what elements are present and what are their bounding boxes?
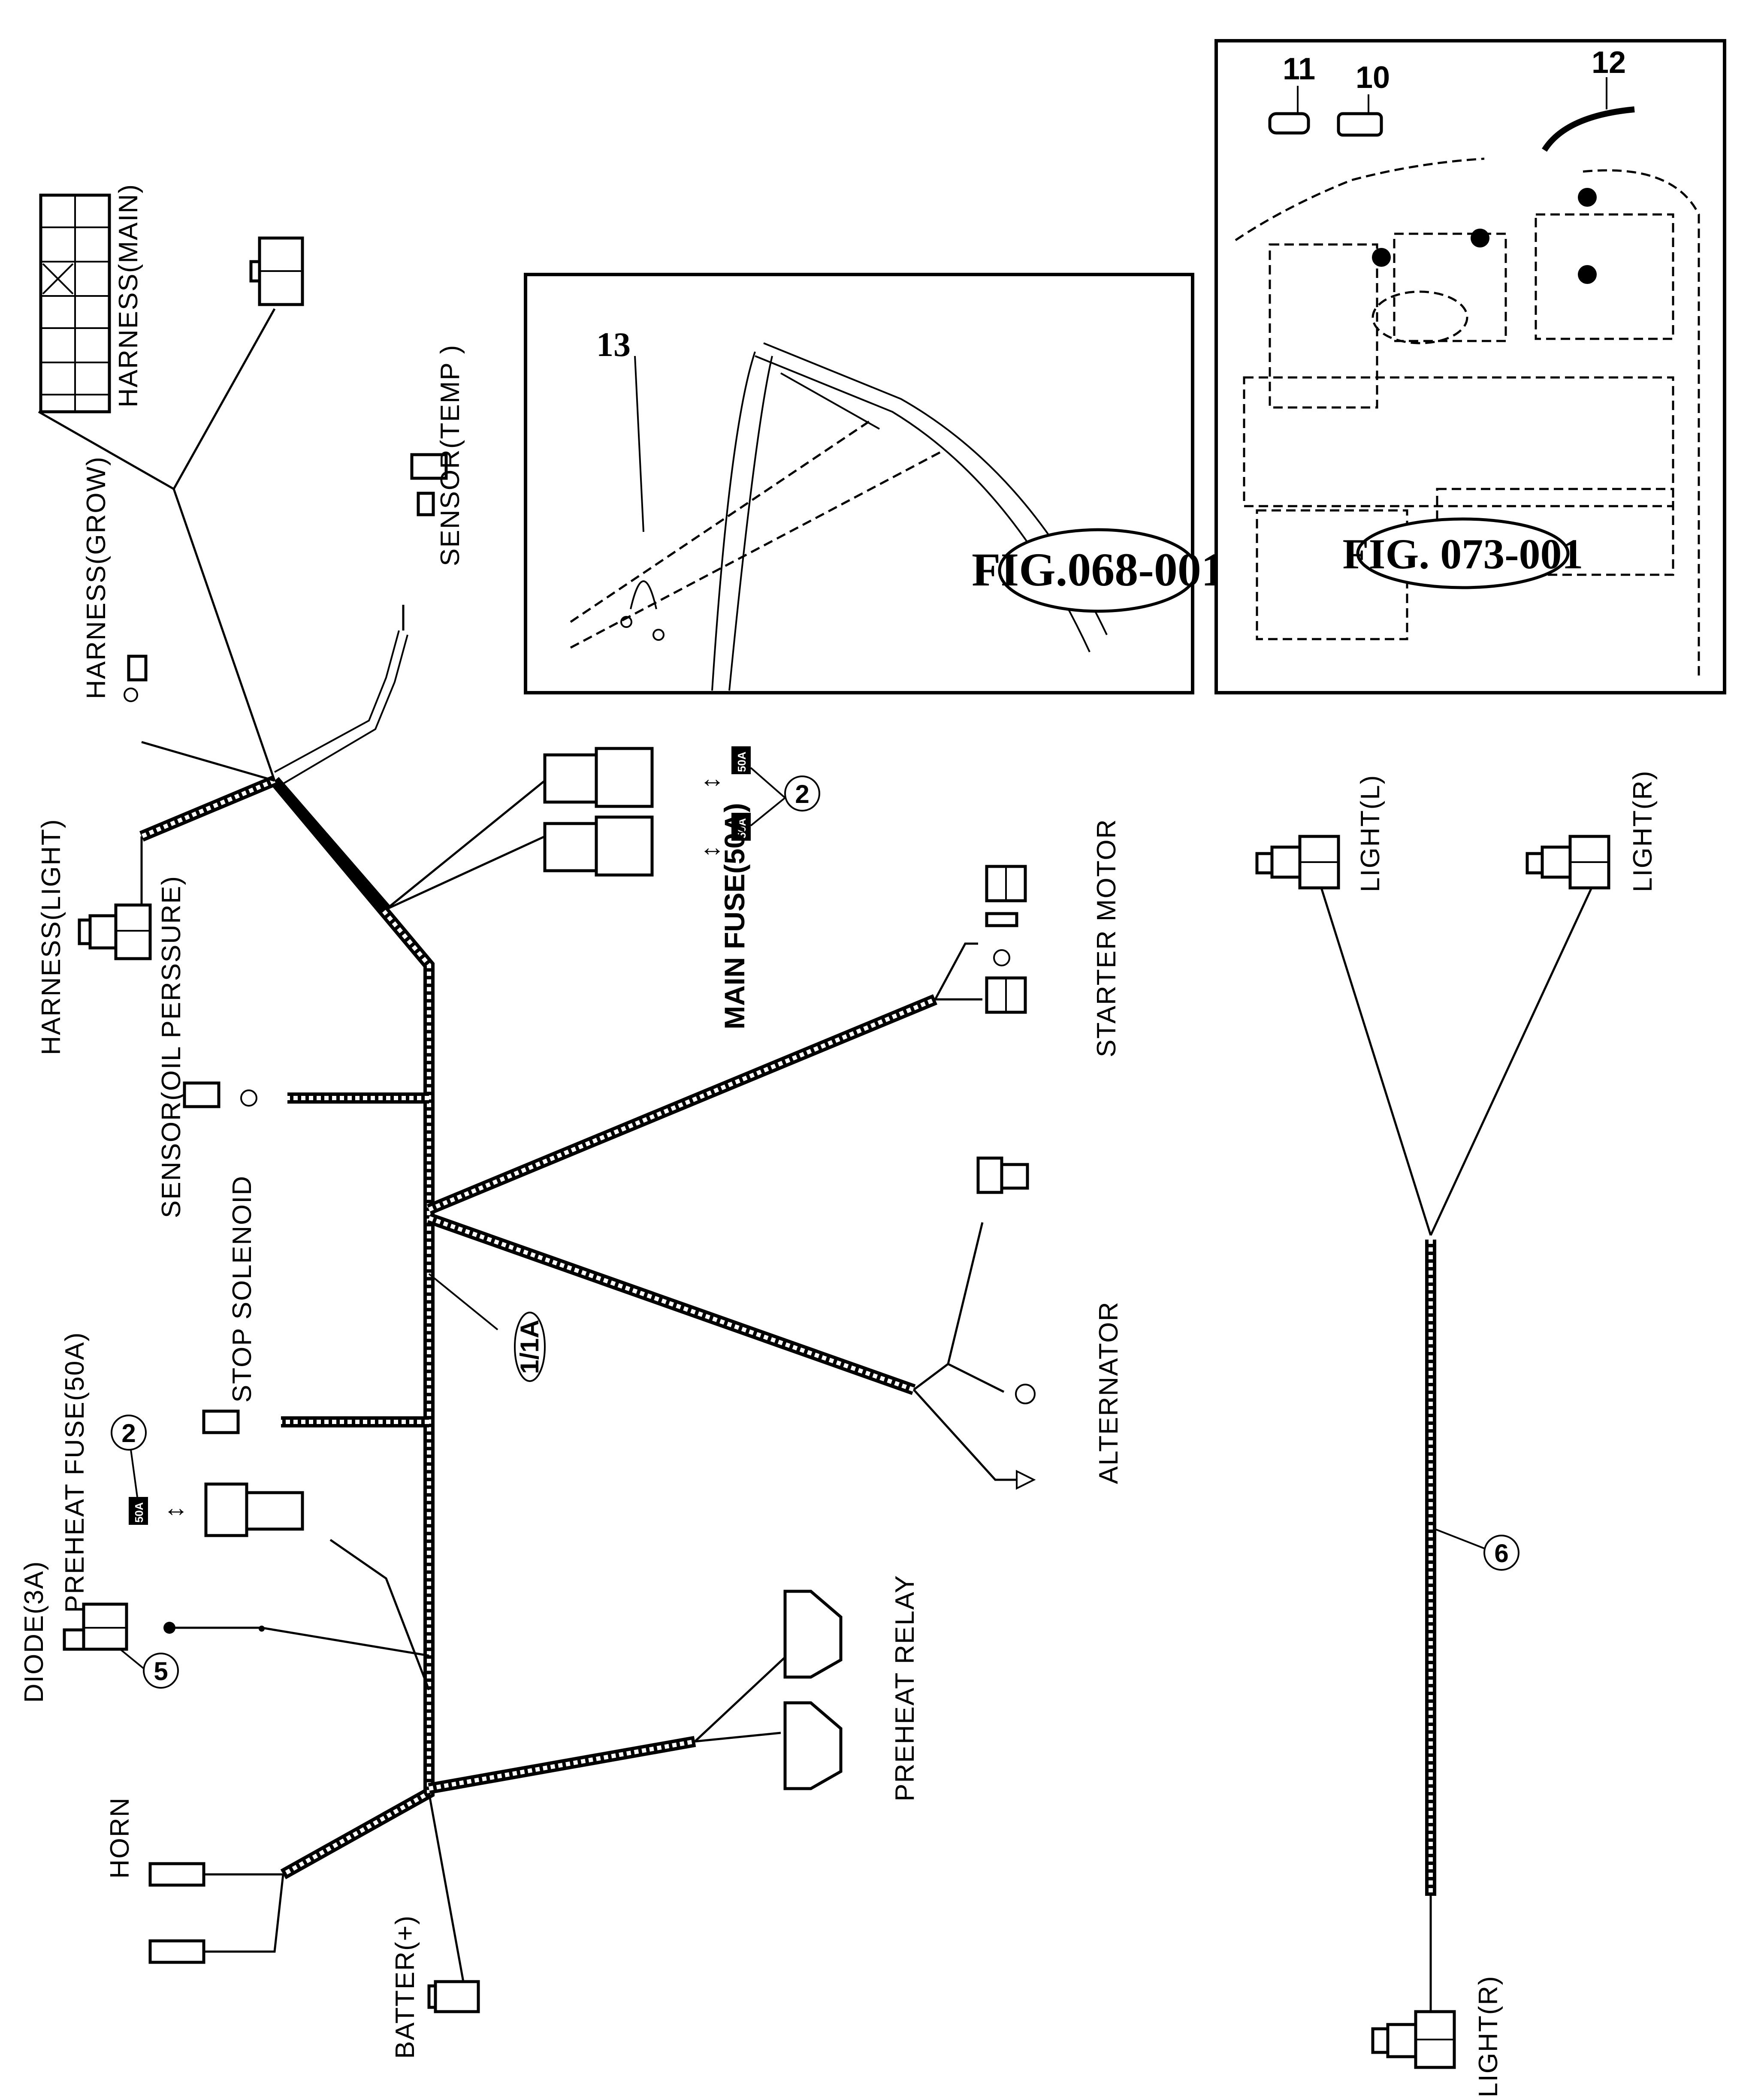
fuse-rating-label: 50A [735, 751, 748, 772]
stop-solenoid-connector [202, 1409, 240, 1434]
callout-diode-part: 5 [154, 1657, 168, 1686]
sensor-oil-pressure-connector [183, 1081, 257, 1108]
main-harness-bundle [139, 775, 937, 1880]
part-number-13: 13 [596, 326, 631, 364]
fuse-arrow: ↔ [163, 1493, 189, 1522]
label-harness-main: HARNESS(MAIN) [114, 184, 143, 407]
preheat-fuse-holder: ↔ 50A 2 [111, 1415, 304, 1537]
battery-connector [427, 1980, 480, 2013]
part-number-12: 12 [1592, 45, 1626, 80]
inset-fig-073-001: 11 10 12 FIG. 073-001 [1214, 39, 1726, 694]
label-horn: HORN [105, 1797, 135, 1879]
svg-text:1/1A: 1/1A [515, 1320, 544, 1374]
sensor-temp-connector [410, 453, 448, 516]
label-sensor-oil-pressure: SENSOR(OIL PERSSURE) [157, 875, 186, 1218]
light-right-top-connector [1526, 835, 1610, 890]
label-stop-solenoid: STOP SOLENOID [227, 1175, 257, 1403]
part-number-10: 10 [1356, 60, 1390, 95]
fuse-rating-label: 50A [133, 1502, 145, 1523]
fig-068-001-label: FIG.068-001 [972, 543, 1225, 596]
fuse-rating-label: 50A [735, 818, 748, 839]
fig-073-001-label: FIG. 073-001 [1342, 530, 1583, 578]
label-light-right-bottom: LIGHT(R) [1474, 1975, 1503, 2097]
diode-connector: 5 [63, 1602, 179, 1689]
fuse-arrow: ↔ [699, 764, 725, 793]
label-preheat-fuse: PREHEAT FUSE(50A) [60, 1332, 90, 1613]
light-left-connector [1255, 835, 1340, 890]
label-battery: BATTER(+) [390, 1915, 420, 2059]
main-fuse-holders: ↔ ↔ 50A 50A 2 [543, 746, 820, 877]
label-sensor-temp: SENSOR(TEMP ) [435, 344, 465, 566]
alternator-connectors [976, 1156, 1036, 1490]
label-starter-motor: STARTER MOTOR [1092, 819, 1121, 1057]
light-harness: 6 [1255, 835, 1610, 2069]
label-main-fuse: MAIN FUSE(50A) [719, 803, 750, 1029]
inset-fig-068-001: 13 FIG.068-001 [524, 273, 1225, 694]
horn-connectors [148, 1862, 205, 1964]
callout-circle [784, 775, 820, 812]
label-harness-light: HARNESS(LIGHT) [36, 818, 66, 1055]
callout-light-harness-part: 6 [1494, 1539, 1508, 1568]
label-light-right-top: LIGHT(R) [1628, 770, 1658, 892]
fuse-arrow: ↔ [699, 833, 725, 861]
callout-fuse-part: 2 [795, 780, 809, 809]
harness-light-connector [78, 903, 152, 960]
label-preheat-relay: PREHEAT RELAY [890, 1575, 920, 1801]
label-alternator: ALTERNATOR [1094, 1301, 1124, 1484]
thin-wires [38, 308, 1017, 1982]
harness-main-connector [39, 193, 111, 413]
callout-preheat-fuse-part: 2 [121, 1419, 136, 1448]
preheat-relay-connectors [783, 1590, 843, 1790]
part-number-11: 11 [1283, 52, 1315, 86]
harness-main-sub-connector [249, 236, 304, 306]
label-diode: DIODE(3A) [19, 1561, 49, 1703]
label-harness-grow: HARNESS(GROW) [82, 456, 111, 699]
harness-grow-connector [124, 655, 148, 702]
label-light-left: LIGHT(L) [1356, 775, 1385, 892]
main-harness-callout: 1/1A [514, 1312, 546, 1382]
starter-motor-connectors [985, 865, 1027, 1014]
light-right-bottom-connector [1371, 2010, 1456, 2069]
